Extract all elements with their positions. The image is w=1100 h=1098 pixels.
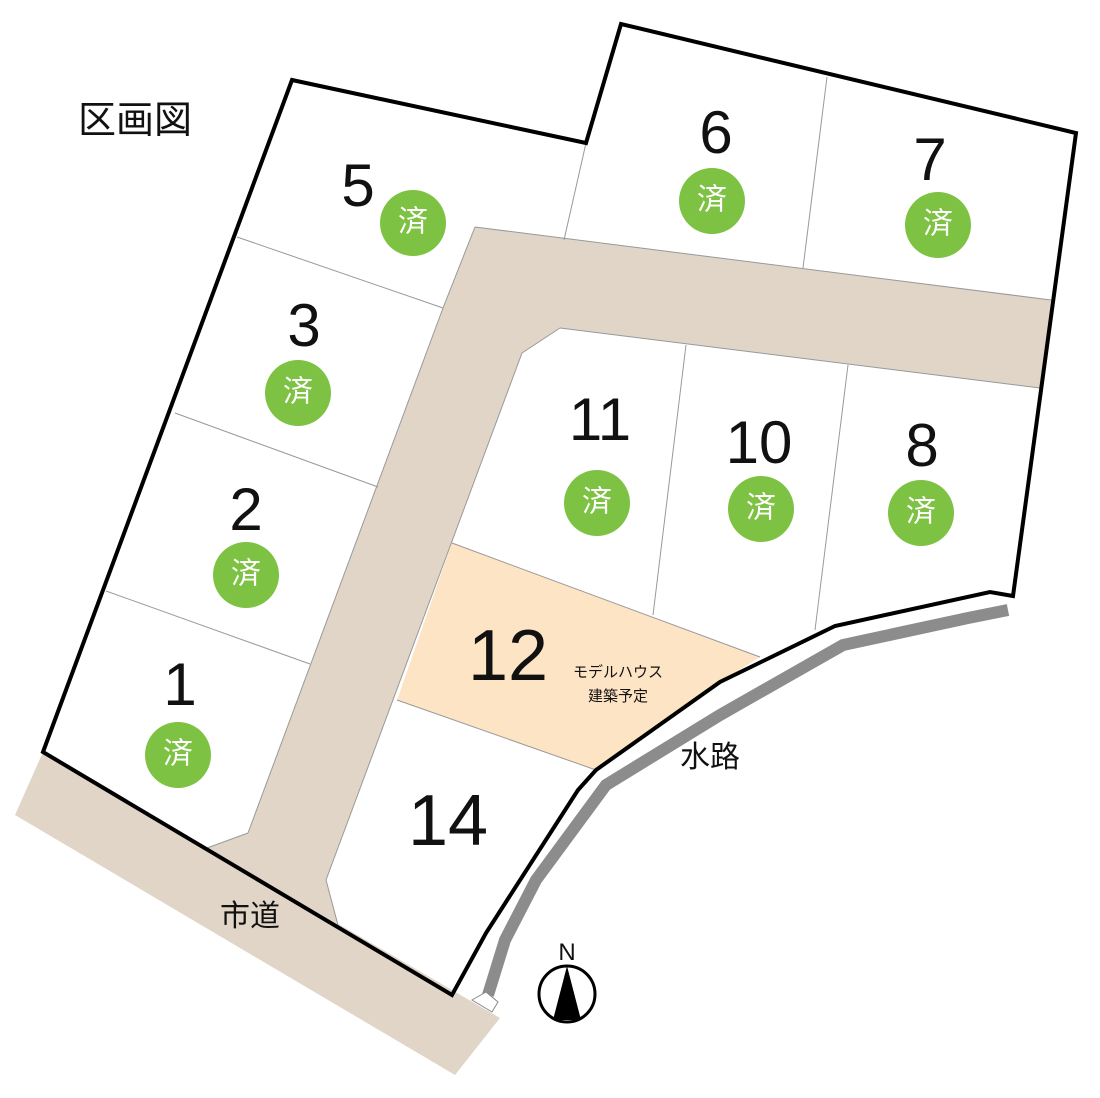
- north-arrow-icon: N: [537, 939, 597, 1024]
- svg-text:済: 済: [746, 491, 776, 526]
- svg-text:済: 済: [398, 205, 428, 240]
- lot-12-area[interactable]: [397, 543, 760, 770]
- private-road: [207, 227, 1051, 925]
- model-house-note: 建築予定: [588, 687, 648, 705]
- svg-text:済: 済: [582, 485, 612, 520]
- sold-badge: 済: [213, 542, 279, 608]
- lot-number: 1: [163, 651, 196, 718]
- waterway-label: 水路: [680, 740, 740, 775]
- sold-badge: 済: [265, 360, 331, 426]
- svg-text:済: 済: [906, 495, 936, 530]
- lot-number: 14: [408, 781, 488, 861]
- svg-text:済: 済: [163, 737, 193, 772]
- lot-number: 11: [569, 386, 631, 453]
- sold-badge: 済: [564, 470, 630, 536]
- lot-number: 8: [905, 412, 938, 479]
- sold-badge: 済: [380, 190, 446, 256]
- lot-number: 10: [726, 409, 793, 476]
- waterway: [482, 604, 1010, 997]
- lot-number: 6: [699, 99, 732, 166]
- svg-text:済: 済: [923, 207, 953, 242]
- sold-badge: 済: [728, 476, 794, 542]
- sold-badge: 済: [888, 480, 954, 546]
- svg-text:済: 済: [697, 183, 727, 218]
- sold-badge: 済: [905, 192, 971, 258]
- model-house-note: モデルハウス: [573, 663, 663, 681]
- lot-number: 7: [913, 126, 946, 193]
- city-road: [15, 752, 500, 1075]
- lot-number: 12: [468, 616, 548, 696]
- lot-number: 3: [287, 292, 320, 359]
- svg-text:済: 済: [283, 375, 313, 410]
- lot-lines: [105, 76, 1052, 926]
- city-road-label: 市道: [220, 899, 280, 934]
- svg-text:済: 済: [231, 557, 261, 592]
- sold-badge: 済: [145, 722, 211, 788]
- lot-number: 2: [229, 476, 262, 543]
- culvert: [471, 991, 499, 1013]
- svg-text:N: N: [558, 939, 575, 966]
- site-boundary: [40, 21, 1079, 998]
- lot-number: 5: [341, 152, 374, 219]
- sold-badge: 済: [679, 168, 745, 234]
- page-title: 区画図: [78, 98, 192, 142]
